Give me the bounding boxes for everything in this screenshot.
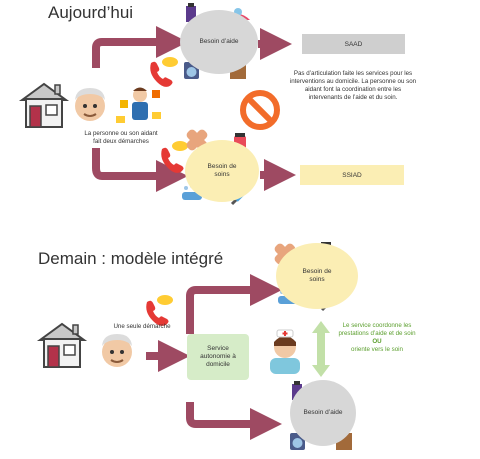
coordination-or: OU — [372, 338, 382, 345]
service-autonomie-label: Service autonomie à domicile — [200, 345, 236, 368]
coordination-line1: Le service coordonne les prestations d’a… — [338, 322, 416, 337]
circle-besoin-aide-bottom-label: Besoin d’aide — [303, 409, 343, 416]
arrow-service-aide — [186, 402, 282, 440]
circle-besoin-soins: Besoin de soins — [185, 140, 259, 202]
circle-besoin-soins-bottom-label: Besoin de soins — [302, 268, 332, 283]
saad-box: SAAD — [302, 34, 405, 54]
phone-icon — [146, 295, 173, 326]
arrow-to-soins — [92, 148, 188, 192]
coordination-text: Le service coordonne les prestations d’a… — [336, 322, 418, 354]
house-icon — [36, 322, 88, 368]
person-caption-today: La personne ou son aidant fait deux déma… — [84, 130, 158, 145]
cleaning-icon — [186, 3, 196, 22]
circle-besoin-soins-bottom: Besoin de soins — [276, 243, 358, 309]
coordination-note: Pas d’articulation faite les services po… — [289, 70, 417, 101]
double-arrow — [312, 321, 330, 377]
service-autonomie-box: Service autonomie à domicile — [187, 334, 249, 380]
circle-besoin-soins-label: Besoin de soins — [207, 163, 237, 178]
no-entry-icon — [240, 90, 280, 130]
arrow-to-aide — [92, 26, 188, 68]
ssiad-box: SSIAD — [300, 165, 404, 185]
section-title-tomorrow: Demain : modèle intégré — [38, 249, 224, 268]
circle-besoin-aide-label: Besoin d’aide — [199, 38, 239, 45]
circle-besoin-aide: Besoin d’aide — [180, 10, 258, 74]
elderly-person-icon — [75, 88, 105, 121]
arrow-service-soins — [186, 274, 282, 334]
saad-label: SAAD — [344, 40, 363, 48]
person-caption-tomorrow: Une seule démarche — [113, 323, 171, 330]
phone-icon — [150, 57, 178, 87]
stressed-person-icon — [116, 87, 161, 123]
house-icon — [18, 82, 70, 128]
coordination-line2: oriente vers le soin — [351, 346, 403, 353]
section-title-today: Aujourd’hui — [48, 3, 134, 22]
circle-besoin-aide-bottom: Besoin d’aide — [290, 380, 356, 446]
phone-icon — [161, 141, 188, 173]
nurse-icon — [270, 329, 300, 374]
ssiad-label: SSIAD — [342, 171, 362, 179]
elderly-person-icon — [102, 334, 132, 367]
